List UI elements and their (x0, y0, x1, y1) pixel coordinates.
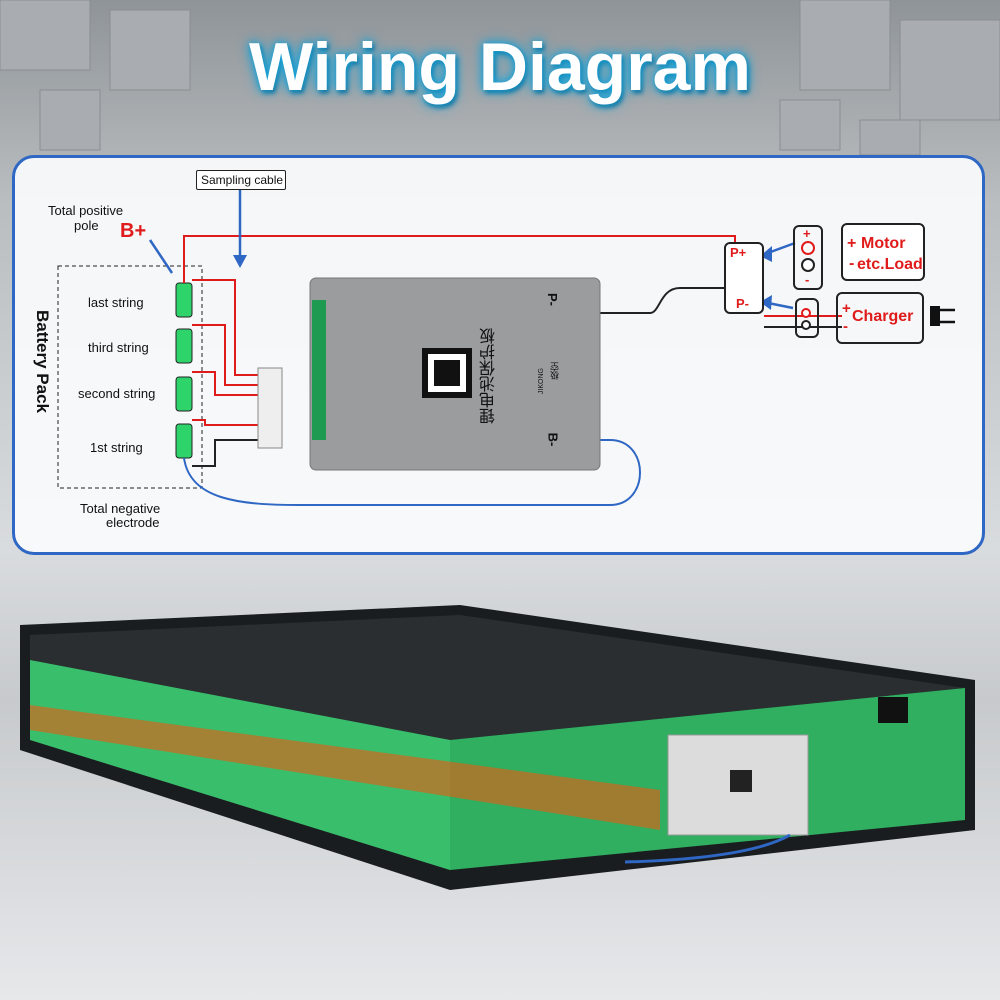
pole-label: pole (74, 218, 99, 233)
battery-pack-illustration (20, 605, 975, 890)
string-label: 1st string (90, 440, 143, 455)
charger-connector (795, 298, 819, 338)
page-title: Wiring Diagram (249, 29, 751, 105)
bms-name: 锂电池保护板 (481, 328, 498, 424)
load-connector (793, 225, 823, 290)
electrode-label: electrode (106, 515, 160, 530)
plus-sign: + (842, 300, 851, 317)
string-label: third string (88, 340, 149, 355)
motor-load-box: + Motor - etc.Load (841, 223, 925, 281)
output-terminal (724, 242, 764, 314)
total-negative-label: Total negative (80, 501, 161, 516)
battery-cells (175, 282, 193, 459)
minus-sign: - (849, 255, 855, 272)
b-plus-label: B+ (120, 220, 147, 242)
charger-box: + Charger - (836, 292, 924, 344)
minus-sign: - (805, 272, 810, 287)
plus-sign: + (803, 226, 811, 241)
p-minus-label: P- (736, 296, 749, 311)
load-label: etc.Load (857, 256, 923, 273)
motor-label: Motor (861, 235, 906, 252)
p-plus-label: P+ (730, 245, 747, 260)
plug-icon (930, 306, 955, 326)
battery-pack-label: Battery Pack (33, 310, 52, 414)
plus-sign: + (847, 235, 857, 252)
sampling-cable-label: Sampling cable (196, 170, 286, 190)
bms-brand: JIKONG (538, 368, 545, 395)
bms-p-minus: P- (545, 293, 560, 306)
bms-b-minus: B- (545, 432, 561, 447)
string-label: second string (78, 386, 156, 401)
minus-sign: - (843, 318, 848, 335)
string-label: last string (88, 295, 144, 310)
total-positive-label: Total positive (48, 203, 124, 218)
charger-label: Charger (852, 308, 914, 325)
bms-brand-cn: 极空 (550, 362, 560, 380)
